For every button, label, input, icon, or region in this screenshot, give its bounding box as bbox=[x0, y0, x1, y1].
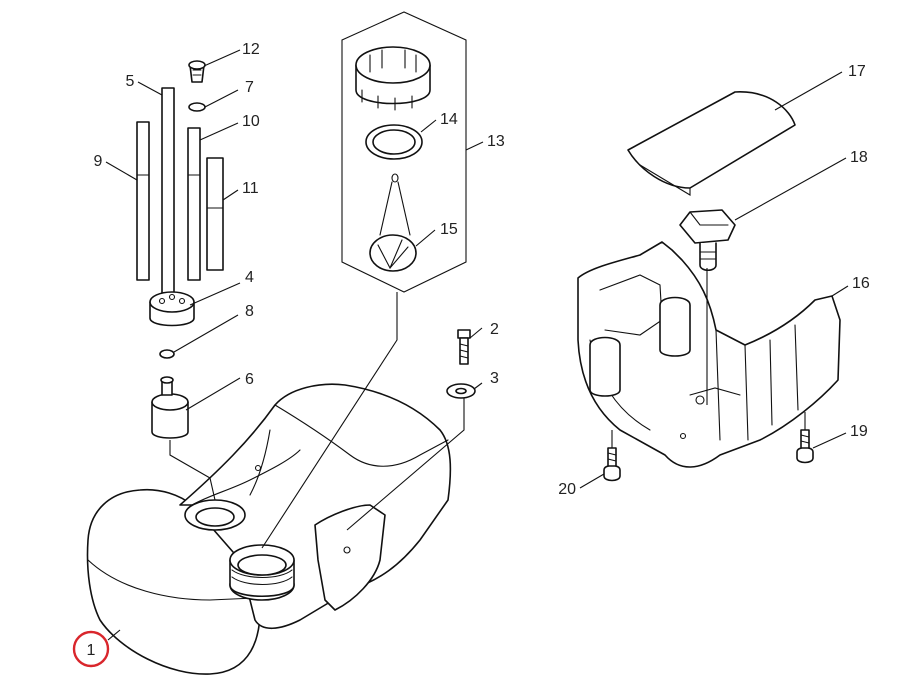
valve-12[interactable] bbox=[188, 60, 206, 83]
callout-11: 11 bbox=[242, 180, 259, 197]
gasket-14[interactable] bbox=[365, 124, 423, 160]
assembly-lines bbox=[169, 268, 806, 549]
fuel-pipe-10[interactable] bbox=[187, 127, 201, 281]
callout-leaders bbox=[105, 49, 849, 641]
o-ring-8[interactable] bbox=[159, 349, 175, 359]
callout-14: 14 bbox=[440, 111, 458, 128]
callout-10: 10 bbox=[242, 113, 260, 130]
callout-15: 15 bbox=[440, 221, 458, 238]
callout-19: 19 bbox=[850, 423, 868, 440]
tank-cap[interactable] bbox=[355, 46, 431, 111]
bolt-2[interactable] bbox=[457, 329, 471, 365]
callout-20: 20 bbox=[558, 481, 576, 498]
screw-19[interactable] bbox=[796, 429, 814, 464]
callout-12: 12 bbox=[242, 41, 260, 58]
callout-1: 1 bbox=[87, 642, 96, 659]
washer-3[interactable] bbox=[446, 383, 476, 399]
callout-6: 6 bbox=[245, 371, 254, 388]
cap-assembly-frame-13 bbox=[341, 11, 467, 293]
callout-3: 3 bbox=[490, 370, 499, 387]
callout-4: 4 bbox=[245, 269, 254, 286]
tank-guard-16[interactable] bbox=[577, 241, 841, 468]
highlight-ring bbox=[72, 630, 110, 668]
callout-13: 13 bbox=[487, 133, 505, 150]
fuel-pipe-9[interactable] bbox=[136, 121, 150, 281]
callout-17: 17 bbox=[848, 63, 866, 80]
callout-18: 18 bbox=[850, 149, 868, 166]
screw-20[interactable] bbox=[603, 447, 621, 482]
strainer-15[interactable] bbox=[369, 173, 417, 272]
grommet-4[interactable] bbox=[149, 291, 195, 327]
cover-pad-17[interactable] bbox=[627, 91, 796, 196]
callout-16: 16 bbox=[852, 275, 870, 292]
callout-9: 9 bbox=[94, 153, 103, 170]
check-valve-6[interactable] bbox=[151, 376, 189, 439]
fuel-filter-11[interactable] bbox=[206, 157, 224, 271]
callout-2: 2 bbox=[490, 321, 499, 338]
callout-7: 7 bbox=[245, 79, 254, 96]
callout-5: 5 bbox=[126, 73, 135, 90]
callout-8: 8 bbox=[245, 303, 254, 320]
fuel-tank[interactable] bbox=[86, 383, 452, 675]
fuel-pipe-5[interactable] bbox=[161, 87, 175, 299]
o-ring-7[interactable] bbox=[188, 102, 206, 112]
damper-18[interactable] bbox=[679, 209, 736, 272]
